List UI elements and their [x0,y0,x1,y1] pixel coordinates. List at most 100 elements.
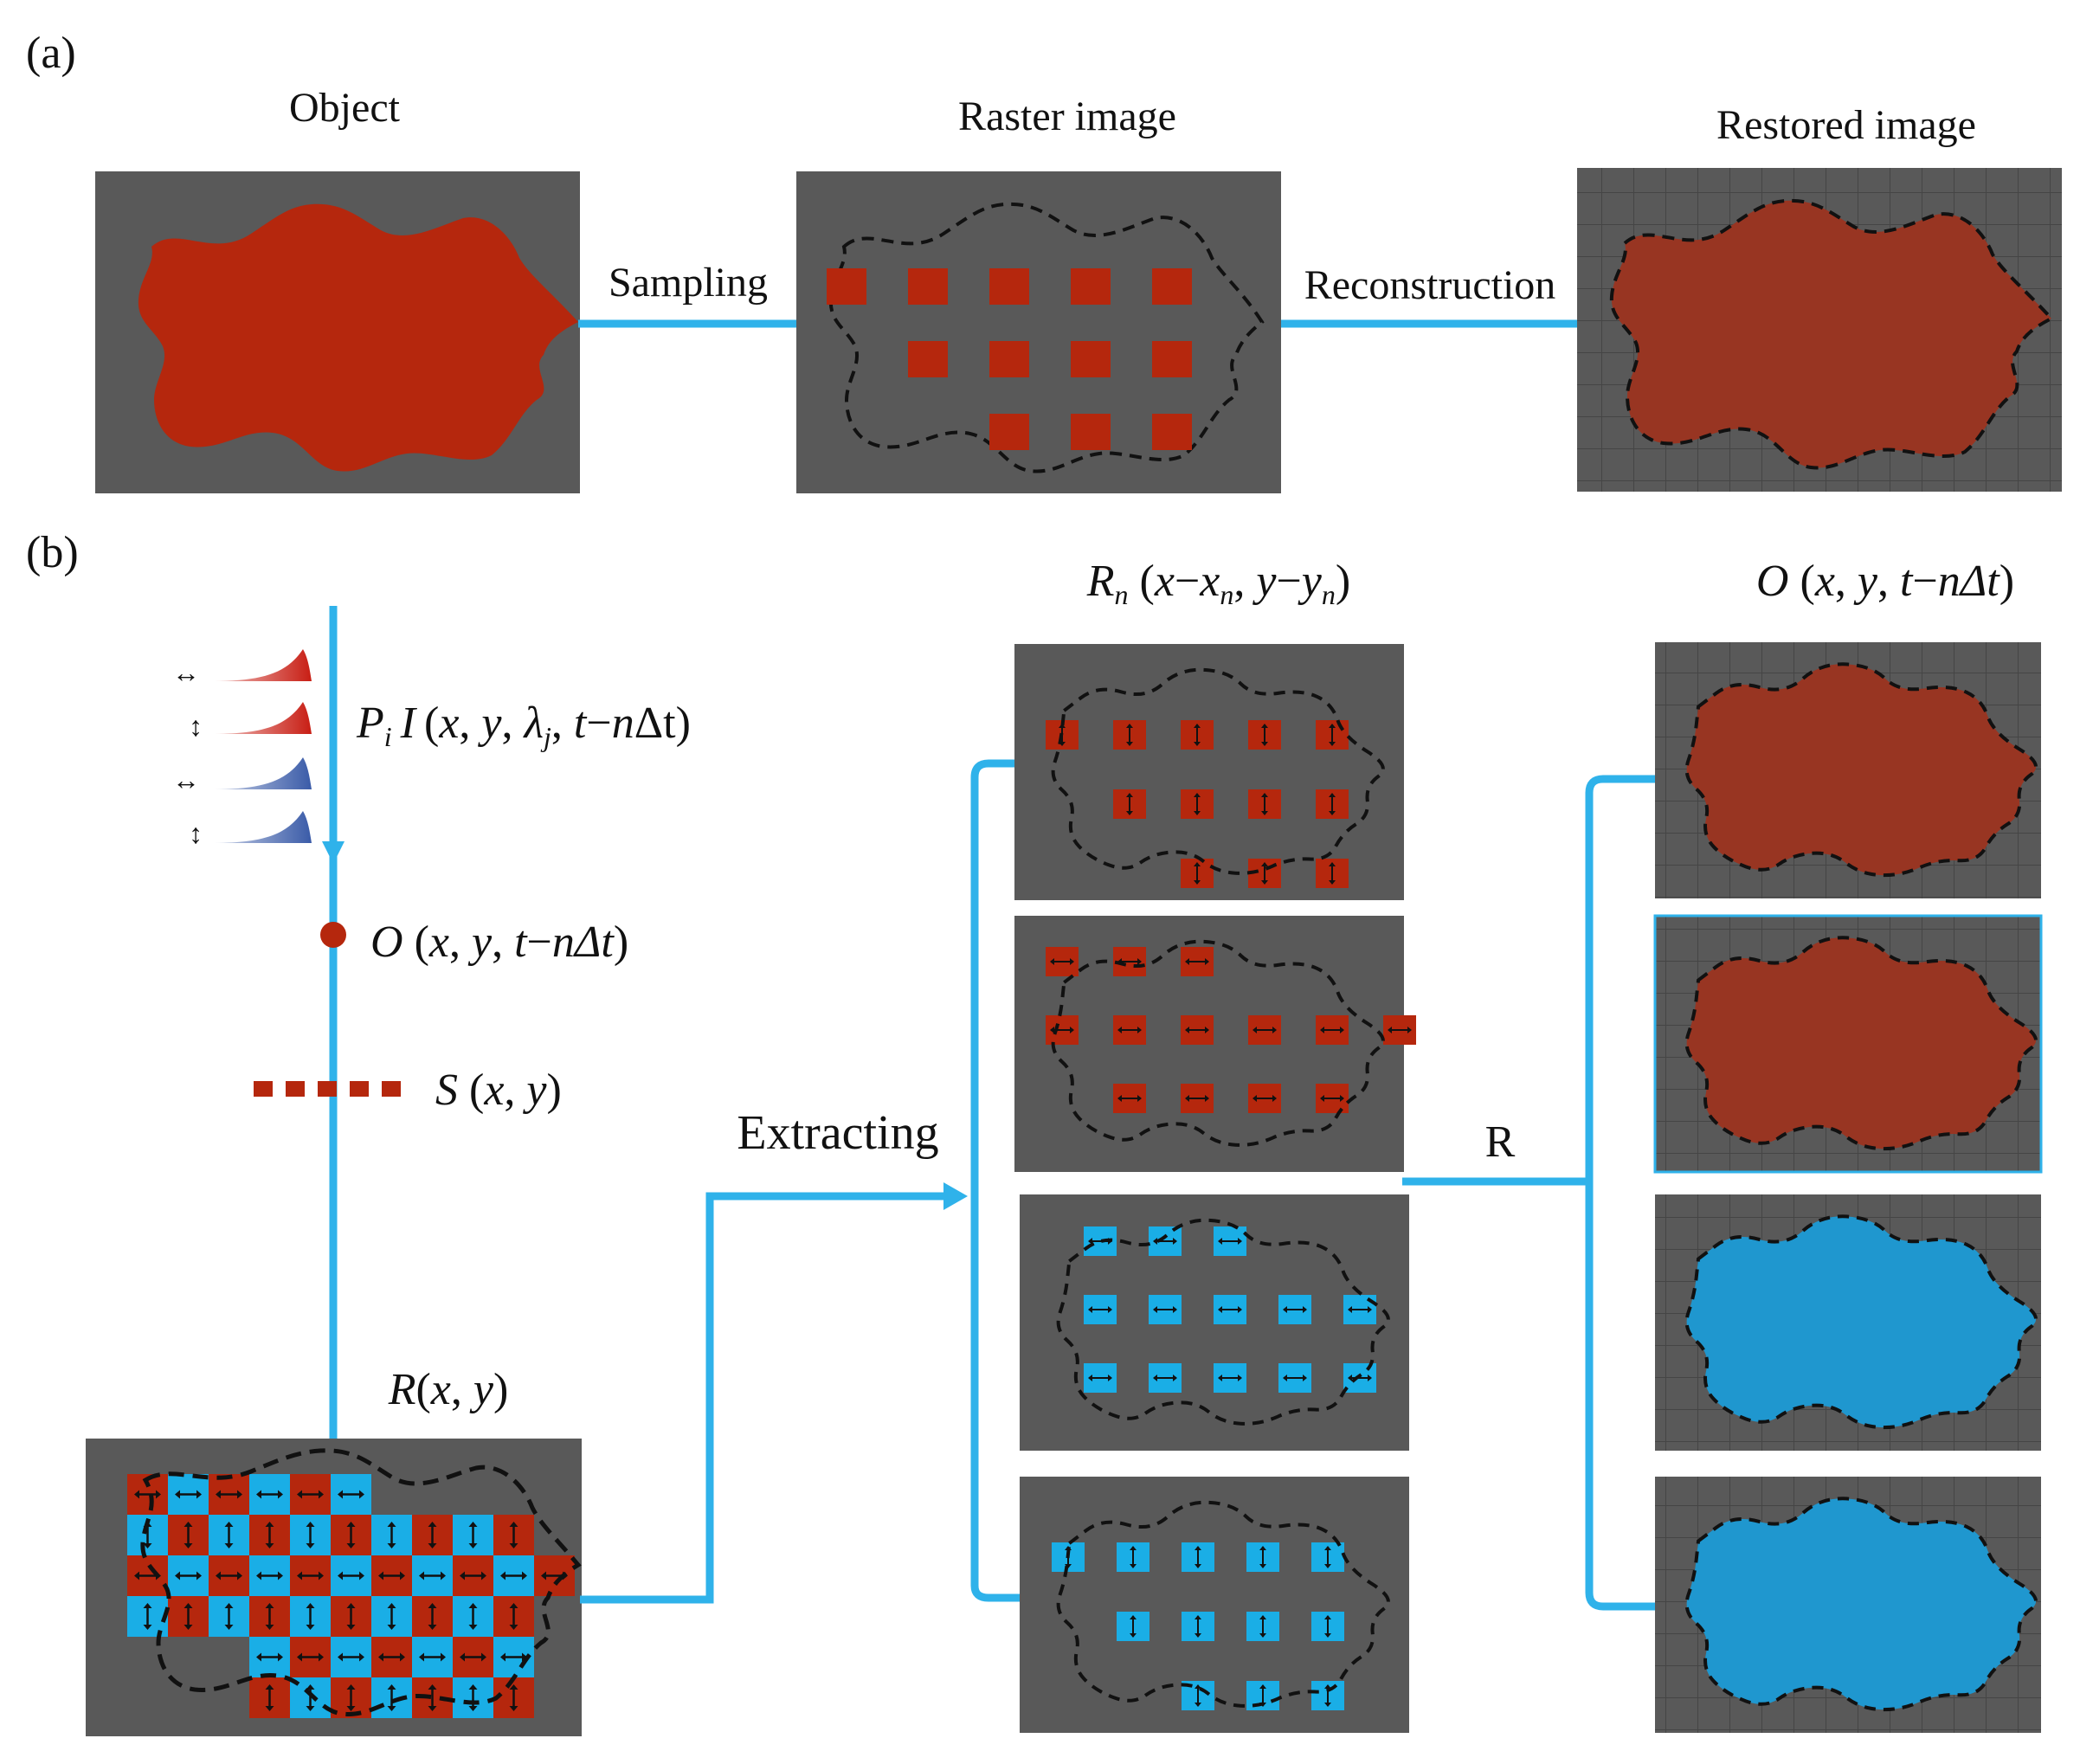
mosaic-cell [453,1555,493,1596]
sub-sample-pixel [1214,1295,1246,1324]
mosaic-cell [209,1555,249,1596]
mosaic-cell [493,1596,534,1637]
part-b-label: (b) [26,528,79,577]
sub-sample-pixel [1181,947,1214,976]
mosaic-cell [371,1515,412,1555]
sub-sample-pixel [1113,1084,1146,1113]
restored-shape [1684,662,2038,878]
sub-sample-pixel [1246,1542,1279,1572]
sub-sample-pixel [1149,1295,1182,1324]
mosaic-cell [412,1596,453,1637]
sub-sample-pixel [1084,1363,1117,1393]
sample-pixel [1071,341,1111,377]
mosaic-cell [453,1677,493,1718]
sample-pixel [908,341,948,377]
sub-sample-pixel [1316,1084,1349,1113]
mosaic-outline [140,1448,582,1717]
object-point-label: O (x, y, t−nΔt) [370,917,628,967]
polarization-horizontal-icon: ↔ [172,764,200,795]
extracting-arrowhead-icon [943,1182,968,1210]
sub-sample-pixel [1248,720,1281,750]
sub-image-panel [1020,1194,1409,1451]
sub-sample-pixel [1248,789,1281,819]
sampling-label: Sampling [609,260,768,306]
sub-sample-pixel [1311,1681,1344,1710]
mosaic-cell [331,1677,371,1718]
mosaic-cell [127,1596,168,1637]
mosaic-cell [290,1637,331,1677]
mosaic-cell [209,1596,249,1637]
raster-image-panel [796,171,1281,493]
mosaic-cell [290,1596,331,1637]
sub-sample-pixel [1117,1612,1149,1641]
sub-sample-pixel [1117,1542,1149,1572]
pulse-train: ↔ ↕ ↔ ↕ [172,649,312,849]
sub-image-label: Rn (x−xn, y−yn) [1086,557,1350,610]
mosaic-label: R(x, y) [388,1365,509,1414]
sub-sample-pixel [1181,789,1214,819]
sample-pixel [989,414,1029,450]
sub-sample-pixel [1214,1226,1246,1256]
restored-image-title: Restored image [1716,102,1976,148]
sample-pixel [1071,414,1111,450]
mosaic-cell [412,1555,453,1596]
sub-image-outline [1051,667,1385,875]
mosaic-cell [249,1677,290,1718]
sub-sample-pixel [1246,1681,1279,1710]
sub-sample-pixel [1343,1363,1376,1393]
sub-sample-pixel [1246,1612,1279,1641]
restored-panels [1653,642,2043,1733]
sample-pixel [827,268,866,305]
mosaic-cell [371,1637,412,1677]
mosaic-cell [249,1474,290,1515]
mosaic-cell [331,1515,371,1555]
raster-image-title: Raster image [958,93,1176,139]
raster-samples [827,268,1192,450]
mosaic-cell [290,1515,331,1555]
polarization-vertical-icon: ↕ [189,711,203,742]
sub-sample-pixel [1181,1015,1214,1045]
mosaic-cell [412,1515,453,1555]
pulse-blue-vertical [208,811,312,843]
sub-sample-pixel [1214,1363,1246,1393]
mosaic-cell [331,1555,371,1596]
sub-image-outline [1056,1218,1390,1426]
mosaic-cell [168,1515,209,1555]
sub-image-panel [1014,916,1416,1172]
sub-sample-pixel [1278,1295,1311,1324]
pulse-red-horizontal [208,649,312,681]
mosaic-cell [168,1555,209,1596]
sample-pixel [1071,268,1111,305]
restored-panel [1655,1477,2041,1733]
sub-image-outline [1056,1500,1390,1708]
sub-sample-pixel [1113,720,1146,750]
sub-sample-pixel [1311,1612,1344,1641]
sub-sample-pixel [1181,859,1214,888]
sub-sample-pixel [1046,1015,1079,1045]
sample-pixel [1152,268,1192,305]
mosaic-cell [453,1637,493,1677]
restored-image-panel [1577,168,2062,492]
sub-image-panel [1020,1477,1409,1733]
sampling-grating-label: S (x, y) [435,1065,562,1115]
mosaic-cell [331,1474,371,1515]
beam-arrowhead-icon [322,841,345,864]
object-title: Object [289,85,401,131]
mosaic-cell [371,1555,412,1596]
mosaic-cell [331,1637,371,1677]
sub-image-panel [1014,644,1404,900]
sample-pixel [1152,341,1192,377]
sub-sample-pixel [1311,1542,1344,1572]
sub-sample-pixel [1181,1084,1214,1113]
restored-shape [1609,198,2055,470]
restored-shape [1684,1214,2038,1430]
sub-sample-pixel [1182,1542,1214,1572]
mosaic-cell [249,1515,290,1555]
pulse-blue-horizontal [208,757,312,789]
r-label: R [1485,1117,1516,1167]
sub-sample-pixel [1182,1612,1214,1641]
mosaic-cell [290,1555,331,1596]
mosaic-cell [534,1555,575,1596]
